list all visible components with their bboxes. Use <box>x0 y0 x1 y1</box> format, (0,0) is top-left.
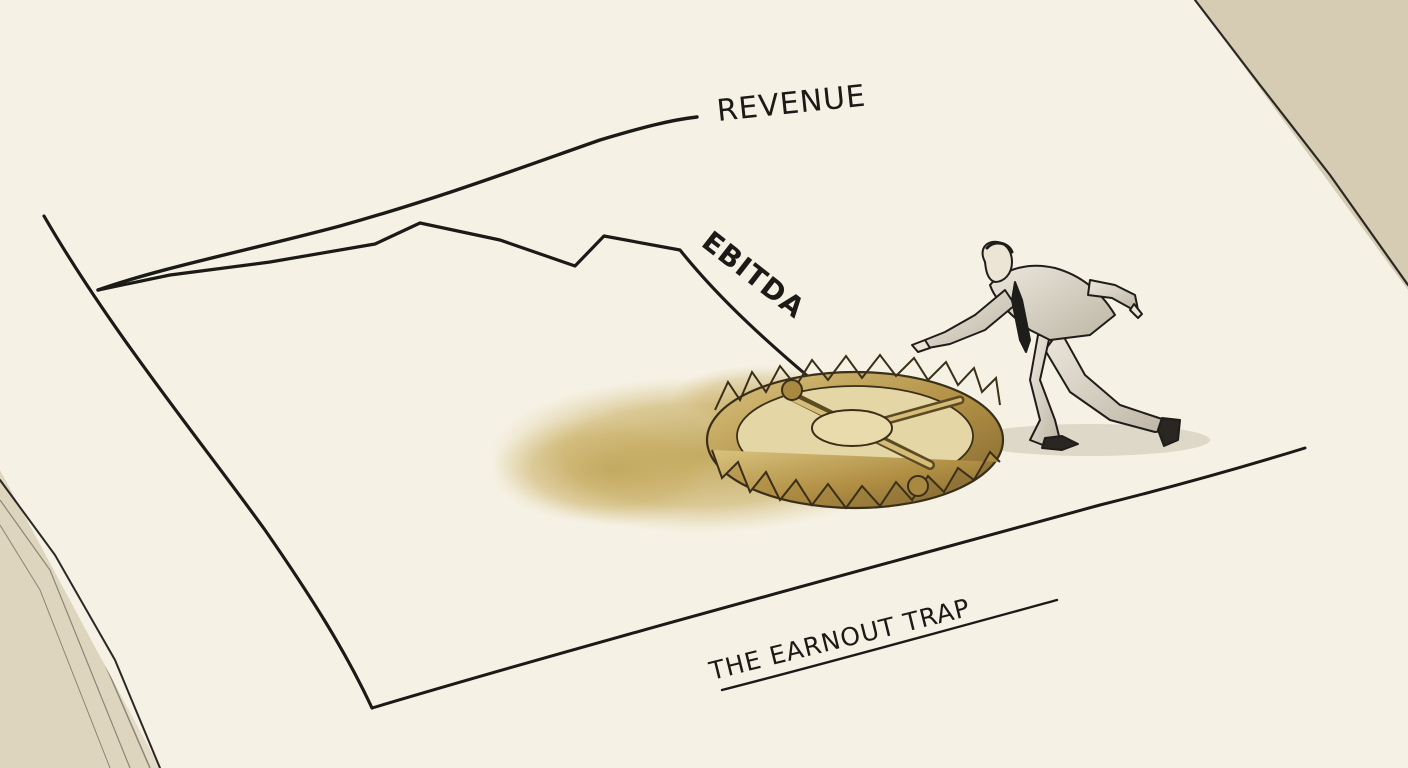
paper-edge-right <box>1193 0 1408 287</box>
ebitda-line <box>96 221 832 397</box>
revenue-line <box>96 115 699 292</box>
caption-underline <box>720 598 1059 692</box>
businessman-figure-icon <box>911 240 1181 451</box>
chart-y-axis <box>42 214 374 710</box>
figure-shadow <box>970 424 1210 456</box>
paper-edge-left <box>0 479 161 768</box>
bear-trap-icon <box>705 353 1005 510</box>
chart-x-axis <box>370 446 1307 710</box>
